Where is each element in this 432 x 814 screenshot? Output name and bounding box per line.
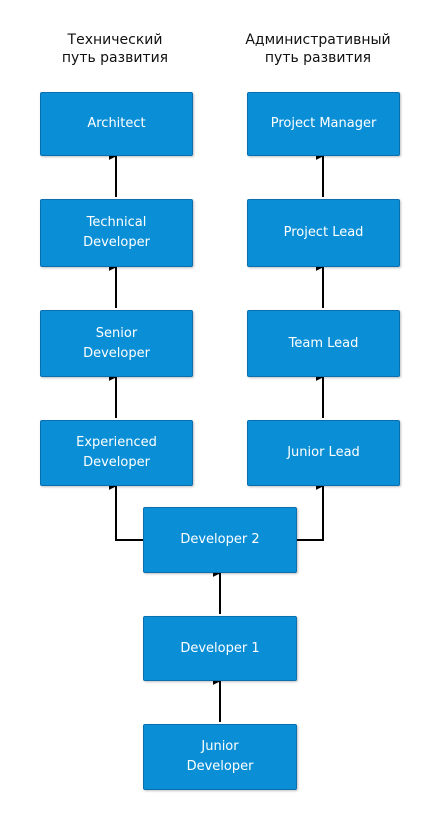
node-project-manager-label: Project Manager — [270, 116, 377, 131]
node-project-lead-label: Project Lead — [283, 225, 364, 240]
admin-path-title: Административный путь развития — [245, 32, 391, 66]
node-senior-developer-label: Senior Developer — [83, 325, 150, 361]
node-architect: Architect — [40, 92, 193, 156]
node-architect-label: Architect — [87, 116, 146, 131]
node-technical-developer-label: Technical Developer — [83, 215, 150, 250]
node-senior-developer: Senior Developer — [40, 310, 193, 377]
node-junior-lead-label: Junior Lead — [287, 445, 360, 460]
node-project-manager: Project Manager — [247, 92, 400, 156]
node-developer-1: Developer 1 — [143, 616, 297, 681]
node-developer-2: Developer 2 — [143, 507, 297, 573]
node-project-lead: Project Lead — [247, 199, 400, 267]
node-junior-lead: Junior Lead — [247, 420, 400, 486]
node-team-lead: Team Lead — [247, 310, 400, 377]
arrow-dev2-to-experienced — [108, 482, 143, 541]
node-developer-1-label: Developer 1 — [180, 640, 260, 656]
node-experienced-developer: Experienced Developer — [40, 420, 193, 486]
node-junior-developer-label: Junior Developer — [186, 739, 254, 774]
node-experienced-developer-label: Experienced Developer — [76, 435, 157, 470]
arrow-dev2-to-juniorlead — [297, 482, 324, 541]
technical-path-title: Технический путь развития — [61, 32, 169, 66]
node-technical-developer: Technical Developer — [40, 199, 193, 267]
node-junior-developer: Junior Developer — [143, 724, 297, 790]
node-team-lead-label: Team Lead — [288, 335, 359, 351]
node-developer-2-label: Developer 2 — [180, 532, 260, 547]
branch-arrows — [108, 482, 324, 541]
